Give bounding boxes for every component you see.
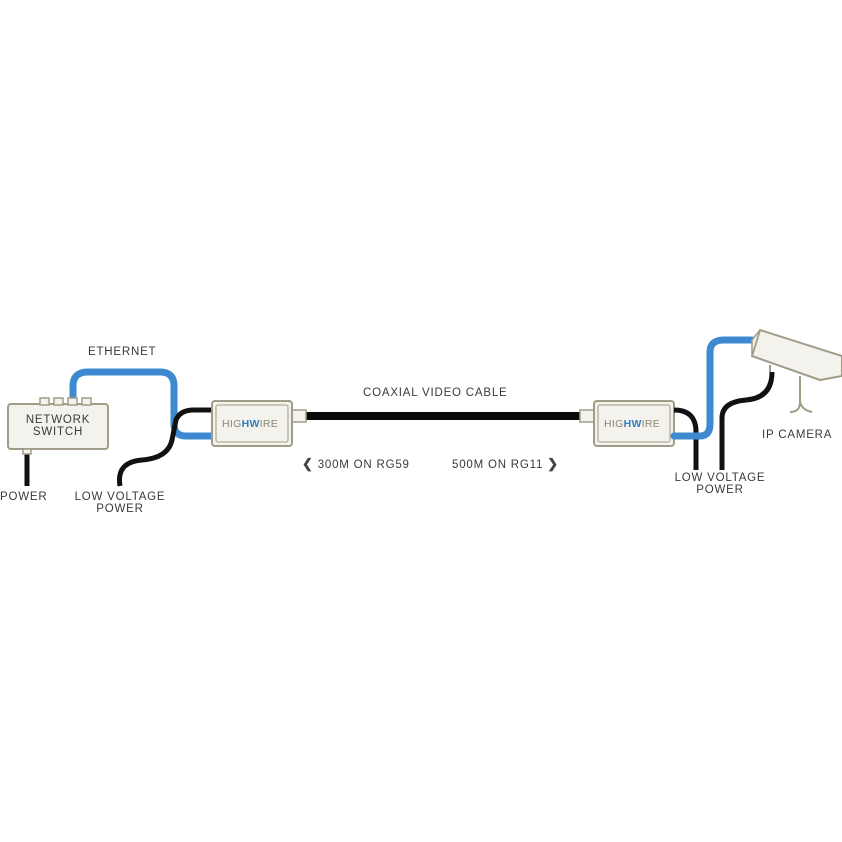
low-voltage-left-line1: LOW VOLTAGE bbox=[74, 491, 166, 503]
network-switch-label-line1: NETWORK bbox=[25, 414, 91, 426]
ethernet-cable-left bbox=[69, 368, 216, 440]
highwire-adapter-right bbox=[593, 400, 675, 447]
network-switch-label-line2: SWITCH bbox=[32, 426, 84, 438]
distance-rg11-label: 500M ON RG11 bbox=[452, 459, 544, 471]
brand-prefix-right: HIG bbox=[604, 418, 624, 430]
highwire-adapter-left bbox=[211, 400, 293, 447]
distance-rg11: 500M ON RG11 ❯ bbox=[452, 456, 559, 472]
low-voltage-cable-right bbox=[673, 407, 699, 470]
low-voltage-power-label-right: LOW VOLTAGE POWER bbox=[662, 472, 778, 496]
chevron-left-icon: ❮ bbox=[302, 456, 314, 471]
coax-label: COAXIAL VIDEO CABLE bbox=[363, 387, 508, 399]
brand-prefix-left: HIG bbox=[222, 418, 242, 430]
highwire-logo-left: HIGHWIRE bbox=[222, 418, 278, 430]
ip-camera bbox=[751, 329, 842, 413]
network-switch bbox=[7, 397, 109, 455]
low-voltage-left-line2: POWER bbox=[96, 503, 144, 515]
camera-power-cable bbox=[719, 371, 775, 470]
chevron-right-icon: ❯ bbox=[547, 456, 559, 471]
brand-highlight-left: HW bbox=[241, 418, 260, 430]
highwire-logo-right: HIGHWIRE bbox=[604, 418, 660, 430]
coax-cable bbox=[291, 409, 595, 423]
power-label: POWER bbox=[0, 491, 48, 503]
brand-suffix-right: IRE bbox=[641, 418, 661, 430]
brand-suffix-left: IRE bbox=[259, 418, 279, 430]
ethernet-cable-right bbox=[670, 336, 756, 440]
low-voltage-power-label-left: LOW VOLTAGE POWER bbox=[64, 491, 176, 515]
distance-rg59-label: 300M ON RG59 bbox=[317, 459, 410, 471]
low-voltage-right-line2: POWER bbox=[696, 484, 744, 496]
ip-camera-label: IP CAMERA bbox=[762, 429, 833, 441]
low-voltage-cable-left bbox=[116, 407, 212, 487]
brand-highlight-right: HW bbox=[623, 418, 642, 430]
low-voltage-right-line1: LOW VOLTAGE bbox=[674, 472, 766, 484]
ethernet-label: ETHERNET bbox=[88, 346, 157, 358]
distance-rg59: ❮ 300M ON RG59 bbox=[302, 456, 410, 472]
network-switch-label: NETWORK SWITCH bbox=[8, 414, 108, 438]
